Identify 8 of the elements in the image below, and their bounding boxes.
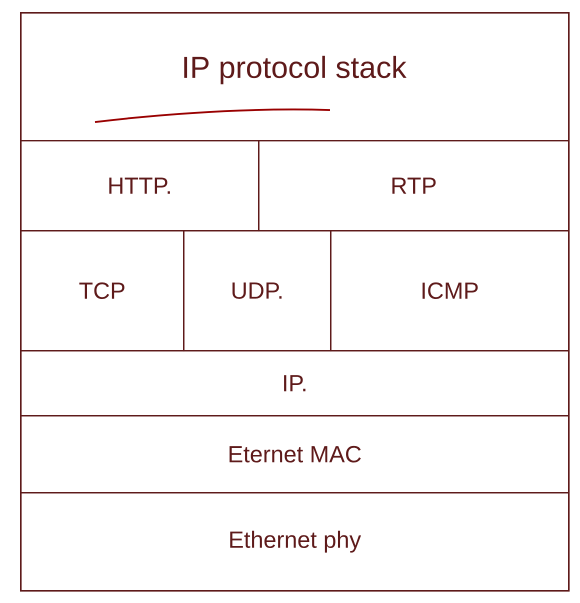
- stack-cell: UDP.: [183, 230, 332, 352]
- stack-cell: RTP: [258, 140, 570, 232]
- stack-cell: ICMP: [330, 230, 570, 352]
- stack-cell: IP.: [20, 350, 570, 416]
- stack-cell: TCP: [20, 230, 184, 352]
- stack-cell: Ethernet phy: [20, 492, 570, 592]
- stack-cell: HTTP.: [20, 140, 260, 232]
- stack-cell: Eternet MAC: [20, 415, 570, 494]
